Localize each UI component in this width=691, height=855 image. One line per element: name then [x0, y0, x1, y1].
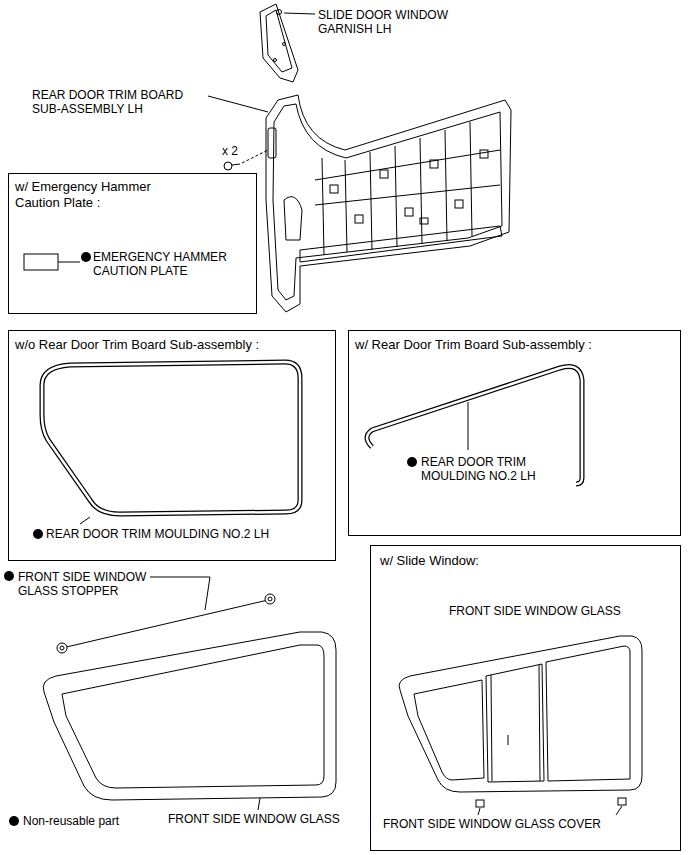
option-box: w/ Rear Door Trim Board Sub-assembly : RE… [348, 330, 681, 536]
part-name: FRONT SIDE WINDOW GLASS COVER [383, 817, 673, 831]
non-reusable-mark [407, 457, 417, 467]
part-name: SLIDE DOOR WINDOW GARNISH LH [318, 8, 458, 36]
part-name: FRONT SIDE WINDOW GLASS [449, 604, 674, 618]
non-reusable-mark [33, 529, 43, 539]
part-name: REAR DOOR TRIM BOARD SUB-ASSEMBLY LH [32, 88, 202, 116]
part-name: REAR DOOR TRIM MOULDING NO.2 LH [46, 527, 331, 541]
option-heading: w/ Emergency Hammer Caution Plate : [15, 179, 165, 211]
part-name: EMERGENCY HAMMER CAUTION PLATE [93, 250, 253, 278]
legend-text: Non-reusable part [23, 814, 163, 828]
non-reusable-mark [81, 252, 91, 262]
part-name: FRONT SIDE WINDOW GLASS STOPPER [18, 570, 153, 598]
option-box: w/ Emergency Hammer Caution Plate : EMERG… [8, 173, 257, 314]
part-name: REAR DOOR TRIM MOULDING NO.2 LH [421, 455, 551, 483]
quantity-label: x 2 [222, 144, 252, 158]
option-heading: w/ Slide Window: [380, 553, 670, 569]
option-box: w/o Rear Door Trim Board Sub-assembly : R… [8, 330, 336, 561]
option-heading: w/o Rear Door Trim Board Sub-assembly : [15, 337, 330, 353]
non-reusable-mark [4, 571, 14, 581]
option-heading: w/ Rear Door Trim Board Sub-assembly : [355, 337, 675, 353]
part-name: FRONT SIDE WINDOW GLASS [168, 812, 368, 826]
option-box: w/ Slide Window: FRONT SIDE WINDOW GLASS F… [370, 545, 681, 851]
legend-symbol [9, 816, 19, 826]
